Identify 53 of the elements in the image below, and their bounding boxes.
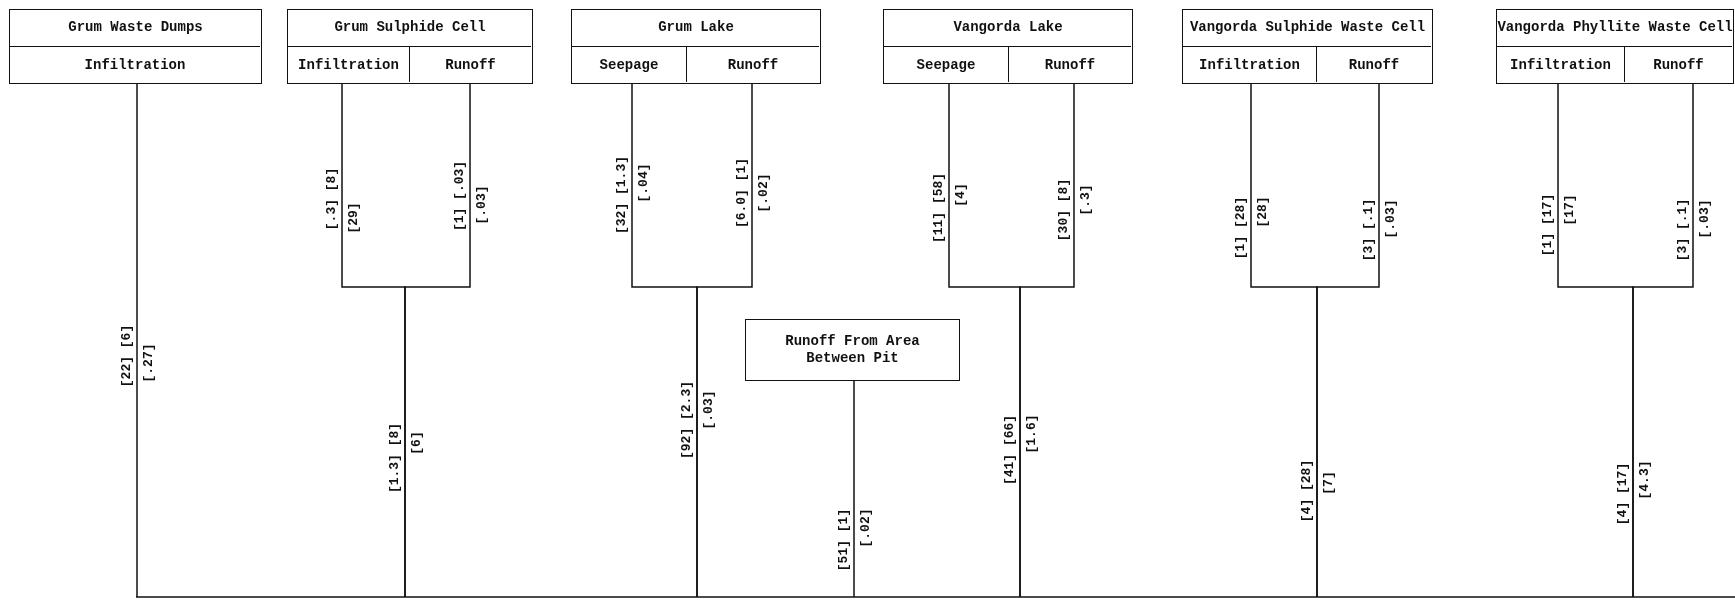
- pathway-cell: Seepage: [884, 46, 1009, 82]
- box-heading: Grum Sulphide Cell: [333, 18, 487, 38]
- flow-value: [.04]: [636, 163, 650, 203]
- flow-value: [17]: [1562, 194, 1576, 226]
- flow-value: [1.6]: [1024, 414, 1038, 454]
- flow-value: [6.0] [1]: [734, 157, 748, 229]
- source-box: [571, 9, 821, 84]
- box-heading: Grum Lake: [657, 18, 735, 38]
- flow-value: [92] [2.3]: [679, 381, 693, 459]
- source-box: [287, 9, 533, 84]
- flow-value: [51] [1]: [836, 508, 850, 572]
- pathway-cell: Infiltration: [1497, 46, 1625, 82]
- flow-value: [.27]: [141, 343, 155, 383]
- flow-value: [4]: [953, 183, 967, 207]
- flow-value: [22] [6]: [119, 324, 133, 388]
- source-box: [883, 9, 1133, 84]
- source-box: [1496, 9, 1734, 84]
- flow-value: [4] [17]: [1615, 462, 1629, 526]
- flow-value: [.03]: [1383, 199, 1397, 239]
- flow-value: [11] [58]: [931, 172, 945, 244]
- flow-value: [.03]: [1697, 199, 1711, 239]
- flow-line: [853, 380, 855, 598]
- flow-value: [.02]: [756, 173, 770, 213]
- box-heading: Grum Waste Dumps: [67, 18, 204, 38]
- source-box: [1182, 9, 1433, 84]
- flow-value: [30] [8]: [1056, 178, 1070, 242]
- flow-value: [1] [17]: [1540, 193, 1554, 257]
- flow-value: [1] [.03]: [452, 160, 466, 232]
- pathway-cell: Infiltration: [288, 46, 410, 82]
- source-box: [9, 9, 262, 84]
- flow-value: [7]: [1321, 471, 1335, 495]
- flow-value: [.3]: [1078, 184, 1092, 216]
- flow-value: [.02]: [858, 508, 872, 548]
- flow-value: [32] [1.3]: [614, 156, 628, 234]
- flow-value: [1.3] [8]: [387, 422, 401, 494]
- flow-value: [28]: [1255, 196, 1269, 228]
- box-heading: Vangorda Sulphide Waste Cell: [1188, 18, 1427, 38]
- flow-value: [4.3]: [1637, 460, 1651, 500]
- box-heading: Vangorda Lake: [952, 18, 1064, 38]
- flow-value: [.03]: [701, 390, 715, 430]
- flow-value: [4] [28]: [1299, 459, 1313, 523]
- flow-value: [1] [28]: [1233, 196, 1247, 260]
- pathway-cell: Infiltration: [1183, 46, 1317, 82]
- flow-value: [.03]: [474, 185, 488, 225]
- flow-value: [.3] [8]: [324, 167, 338, 231]
- flow-value: [6]: [409, 431, 423, 455]
- flow-value: [3] [.1]: [1675, 198, 1689, 262]
- box-heading: Vangorda Phyllite Waste Cell: [1497, 18, 1733, 38]
- flow-value: [3] [.1]: [1361, 198, 1375, 262]
- flow-value: [29]: [346, 202, 360, 234]
- source-box: Runoff From Area Between Pit: [745, 319, 960, 381]
- pathway-cell: Seepage: [572, 46, 687, 82]
- flow-value: [41] [66]: [1002, 414, 1016, 486]
